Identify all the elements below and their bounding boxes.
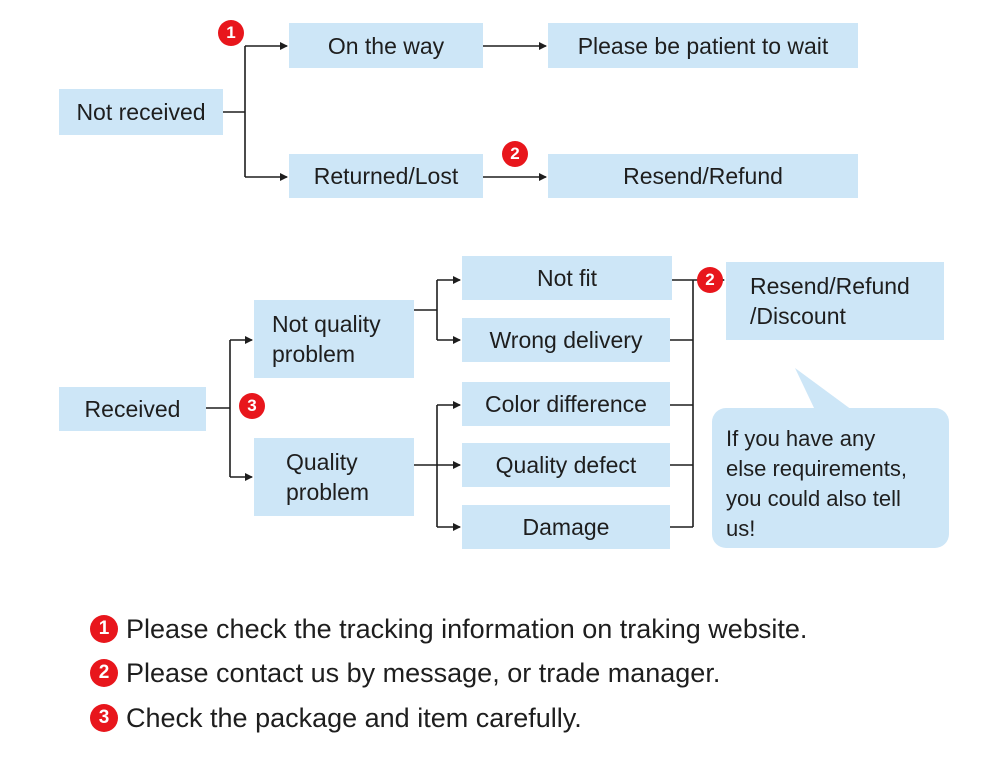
- damage-label: Damage: [522, 514, 610, 540]
- quality-problem-line2: problem: [286, 479, 370, 505]
- note-1: 1 Please check the tracking information …: [90, 612, 807, 646]
- not-quality-problem-line2: problem: [272, 341, 356, 367]
- received-label: Received: [84, 396, 181, 422]
- not-fit-box: Not fit: [462, 256, 672, 300]
- on-the-way-label: On the way: [327, 32, 445, 59]
- quality-defect-label: Quality defect: [495, 452, 637, 478]
- note-1-badge: 1: [90, 615, 118, 643]
- requirements-bubble: If you have any else requirements, you c…: [712, 408, 949, 548]
- not-received-label: Not received: [76, 99, 206, 125]
- resend-refund-box: Resend/Refund: [548, 154, 858, 198]
- note-1-text: Please check the tracking information on…: [126, 614, 808, 644]
- color-difference-box: Color difference: [462, 382, 670, 426]
- returned-lost-label: Returned/Lost: [313, 163, 459, 189]
- not-received-box: Not received: [59, 89, 223, 135]
- received-box: Received: [59, 387, 206, 431]
- note-2-badge: 2: [90, 659, 118, 687]
- not-quality-problem-line1: Not quality: [272, 311, 381, 337]
- patient-box: Please be patient to wait: [548, 23, 858, 68]
- bubble-line4: us!: [726, 516, 756, 541]
- not-quality-problem-box: Not quality problem: [254, 300, 414, 378]
- note-3-badge: 3: [90, 704, 118, 732]
- quality-problem-box: Quality problem: [254, 438, 414, 516]
- patient-label: Please be patient to wait: [577, 32, 829, 59]
- badge-two-bottom: 2: [697, 267, 723, 293]
- not-fit-label: Not fit: [536, 265, 598, 291]
- quality-defect-box: Quality defect: [462, 443, 670, 487]
- note-2: 2 Please contact us by message, or trade…: [90, 656, 720, 690]
- note-2-text: Please contact us by message, or trade m…: [126, 658, 721, 688]
- badge-three: 3: [239, 393, 265, 419]
- on-the-way-box: On the way: [289, 23, 483, 68]
- damage-box: Damage: [462, 505, 670, 549]
- wrong-delivery-label: Wrong delivery: [489, 327, 643, 353]
- quality-problem-line1: Quality: [286, 449, 358, 475]
- resend-refund-discount-line2: /Discount: [750, 303, 846, 329]
- color-difference-label: Color difference: [485, 391, 647, 417]
- resend-refund-label: Resend/Refund: [623, 163, 783, 189]
- note-3: 3 Check the package and item carefully.: [90, 701, 582, 735]
- bubble-line3: you could also tell: [726, 486, 901, 511]
- bubble-line2: else requirements,: [726, 456, 907, 481]
- wrong-delivery-box: Wrong delivery: [462, 318, 670, 362]
- bubble-line1: If you have any: [726, 426, 876, 451]
- badge-one: 1: [218, 20, 244, 46]
- resend-refund-discount-line1: Resend/Refund: [750, 273, 910, 299]
- resend-refund-discount-box: Resend/Refund /Discount: [726, 262, 944, 340]
- badge-two-top: 2: [502, 141, 528, 167]
- returned-lost-box: Returned/Lost: [289, 154, 483, 198]
- note-3-text: Check the package and item carefully.: [126, 703, 582, 733]
